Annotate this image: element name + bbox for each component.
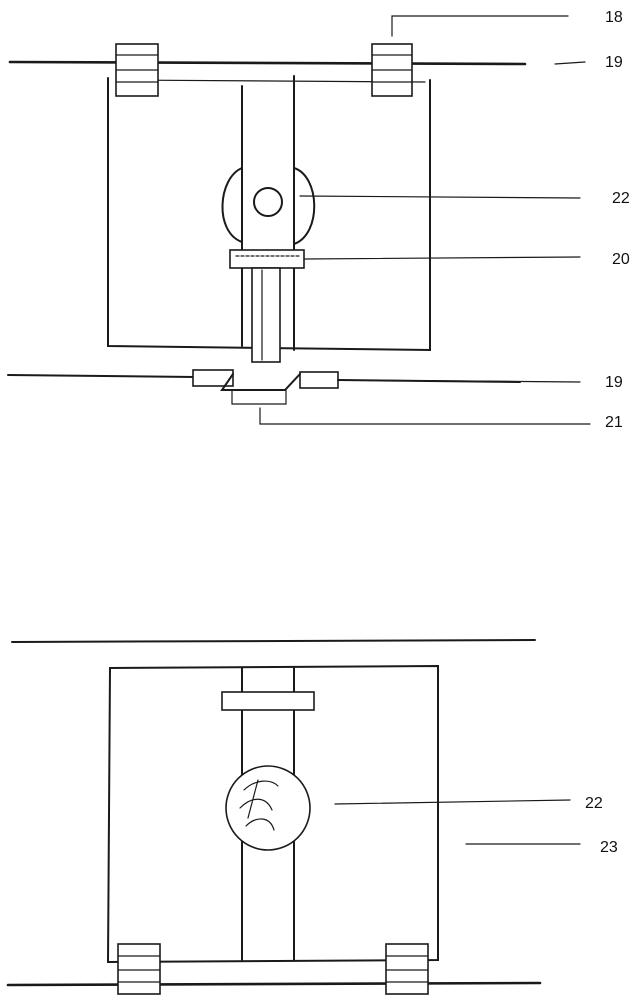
leader-20 bbox=[303, 256, 581, 260]
lower-rod bbox=[251, 267, 281, 363]
label-19-top: 19 bbox=[605, 54, 623, 71]
disc-hatch bbox=[239, 779, 279, 831]
guide-channel bbox=[220, 373, 301, 391]
top-figure: 18 19 22 20 19 21 bbox=[7, 9, 630, 431]
bottom-disc bbox=[225, 765, 311, 851]
leader-19b bbox=[339, 379, 581, 383]
leader-18 bbox=[391, 15, 569, 37]
bottom-fig-top-line bbox=[11, 639, 536, 643]
roller-block-left bbox=[115, 43, 159, 97]
top-rail bbox=[8, 60, 527, 66]
disc-left-half bbox=[221, 167, 243, 243]
guide-right bbox=[299, 371, 339, 389]
label-22-top: 22 bbox=[612, 190, 630, 207]
leader-21 bbox=[259, 407, 591, 425]
label-22-bottom: 22 bbox=[585, 795, 603, 812]
label-20: 20 bbox=[612, 251, 630, 268]
leader-19a bbox=[554, 61, 586, 65]
leader-22 bbox=[299, 195, 581, 199]
bottom-roller-right bbox=[385, 943, 429, 995]
guide-left bbox=[192, 369, 234, 387]
label-19-bottom: 19 bbox=[605, 374, 623, 391]
disc-right-half bbox=[293, 167, 316, 245]
bottom-roller-left bbox=[117, 943, 161, 995]
label-18: 18 bbox=[605, 9, 623, 26]
bottom-rail-left bbox=[7, 374, 196, 378]
label-23: 23 bbox=[600, 839, 618, 856]
bottom-leader-22 bbox=[334, 799, 571, 805]
bottom-clamp-bar bbox=[221, 691, 315, 711]
clamp-bar bbox=[229, 249, 305, 269]
label-21: 21 bbox=[605, 414, 623, 431]
bottom-fig-bottom-rail bbox=[6, 981, 542, 987]
bottom-figure: 22 23 bbox=[6, 639, 618, 995]
guide-base bbox=[231, 389, 287, 405]
pivot-hole bbox=[253, 187, 283, 217]
roller-block-right bbox=[371, 43, 413, 97]
bottom-housing-frame bbox=[106, 664, 439, 964]
